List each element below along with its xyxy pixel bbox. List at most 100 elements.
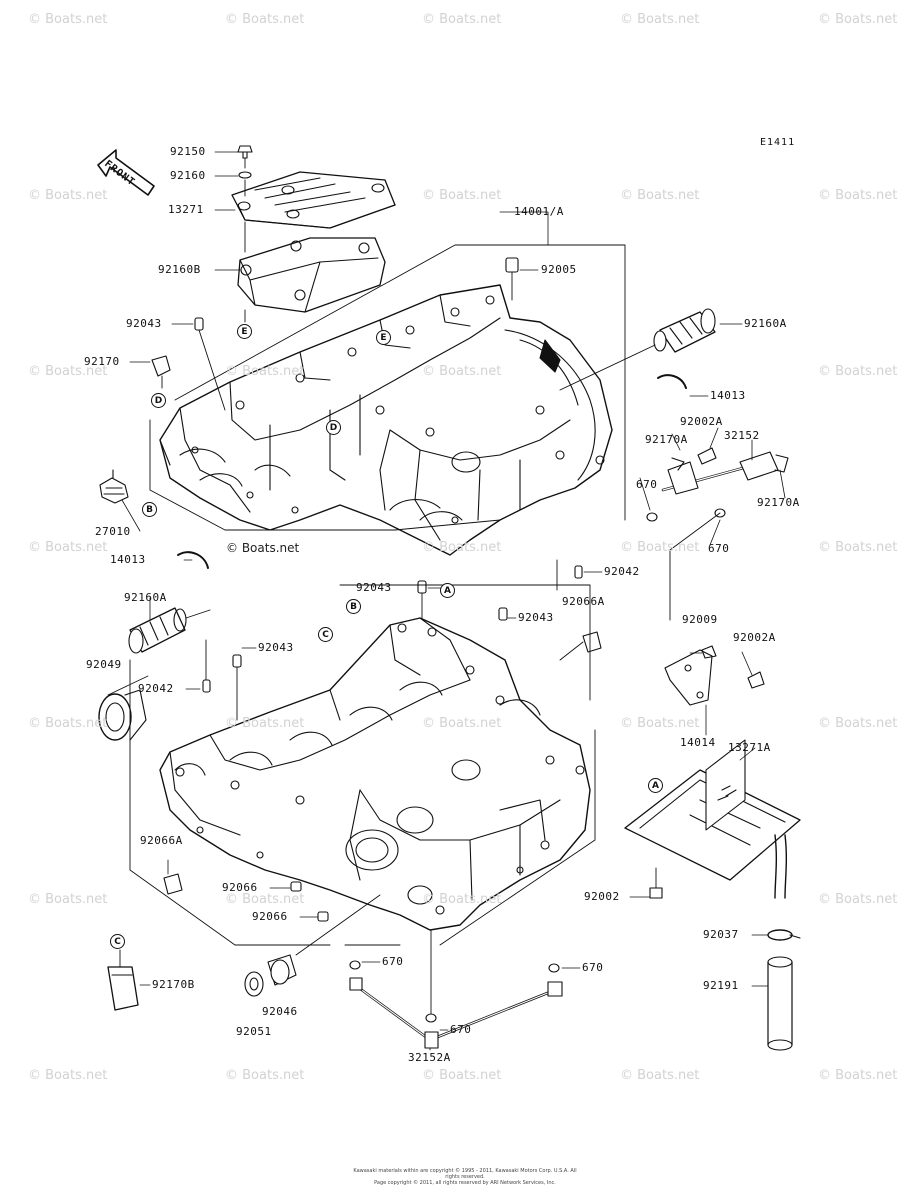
watermark: © Boats.net <box>225 12 305 27</box>
part-label[interactable]: 92170B <box>152 978 195 991</box>
switch-27010-drawing <box>99 469 129 504</box>
oil-pipe-32152A-drawing <box>349 977 563 1049</box>
part-label[interactable]: 670 <box>582 961 604 974</box>
watermark: © Boats.net <box>225 1068 305 1083</box>
callout-b[interactable]: B <box>346 599 361 614</box>
watermark: © Boats.net <box>28 188 108 203</box>
plug-92160A-left-drawing <box>128 607 211 654</box>
part-label[interactable]: 92170 <box>84 355 120 368</box>
watermark: © Boats.net <box>818 1068 898 1083</box>
cover-plate-drawing <box>231 171 396 229</box>
watermark: © Boats.net <box>620 12 700 27</box>
watermark: © Boats.net <box>620 1068 700 1083</box>
copyright-line: Kawasaki materials within are copyright … <box>353 1168 577 1180</box>
part-label[interactable]: 92191 <box>703 979 739 992</box>
watermark: © Boats.net <box>620 540 700 555</box>
part-label[interactable]: 14013 <box>110 553 146 566</box>
part-label[interactable]: 92046 <box>262 1005 298 1018</box>
part-label[interactable]: 92051 <box>236 1025 272 1038</box>
dowel-92005-drawing <box>505 257 519 273</box>
watermark: © Boats.net <box>818 892 898 907</box>
part-label[interactable]: 92043 <box>126 317 162 330</box>
part-label[interactable]: 92066 <box>222 881 258 894</box>
part-label[interactable]: 32152A <box>408 1051 451 1064</box>
part-label[interactable]: 92002 <box>584 890 620 903</box>
lower-crankcase-drawing <box>159 617 591 931</box>
part-label[interactable]: 27010 <box>95 525 131 538</box>
watermark: © Boats.net <box>818 188 898 203</box>
part-label[interactable]: 92150 <box>170 145 206 158</box>
part-label[interactable]: 92002A <box>680 415 723 428</box>
part-label[interactable]: 14013 <box>710 389 746 402</box>
front-arrow-icon <box>97 149 155 196</box>
watermark: © Boats.net <box>225 716 305 731</box>
watermark: © Boats.net <box>422 892 502 907</box>
watermark: © Boats.net <box>422 1068 502 1083</box>
callout-a[interactable]: A <box>648 778 663 793</box>
watermark: © Boats.net <box>818 12 898 27</box>
upper-crankcase-drawing <box>159 284 613 556</box>
watermark: © Boats.net <box>620 716 700 731</box>
part-label[interactable]: 92042 <box>604 565 640 578</box>
watermark: © Boats.net <box>28 1068 108 1083</box>
part-label[interactable]: 92160A <box>744 317 787 330</box>
watermark: © Boats.net <box>422 12 502 27</box>
watermark: © Boats.net <box>28 364 108 379</box>
watermark: © Boats.net <box>422 716 502 731</box>
callout-c[interactable]: C <box>110 934 125 949</box>
callout-e[interactable]: E <box>376 330 391 345</box>
part-label[interactable]: 14014 <box>680 736 716 749</box>
part-label[interactable]: 13271 <box>168 203 204 216</box>
part-label[interactable]: 92160B <box>158 263 201 276</box>
callout-c[interactable]: C <box>318 627 333 642</box>
part-label[interactable]: 92043 <box>518 611 554 624</box>
watermark: © Boats.net <box>818 364 898 379</box>
watermark: © Boats.net <box>422 540 502 555</box>
watermark: © Boats.net <box>28 12 108 27</box>
part-label[interactable]: 32152 <box>724 429 760 442</box>
breather-cover-drawing <box>237 237 386 313</box>
part-label[interactable]: 92005 <box>541 263 577 276</box>
part-label[interactable]: 92002A <box>733 631 776 644</box>
callout-e[interactable]: E <box>237 324 252 339</box>
watermark: © Boats.net <box>422 188 502 203</box>
part-label[interactable]: 670 <box>636 478 658 491</box>
watermark: © Boats.net <box>422 364 502 379</box>
callout-d[interactable]: D <box>326 420 341 435</box>
part-label[interactable]: 92042 <box>138 682 174 695</box>
callout-b[interactable]: B <box>142 502 157 517</box>
part-label[interactable]: 92170A <box>757 496 800 509</box>
watermark: © Boats.net <box>818 540 898 555</box>
part-label[interactable]: 92049 <box>86 658 122 671</box>
oil-pipe-32152-drawing <box>661 451 789 495</box>
watermark: © Boats.net <box>620 188 700 203</box>
part-label[interactable]: 92066A <box>562 595 605 608</box>
plug-92160A-right-drawing <box>559 308 716 391</box>
watermark: © Boats.net <box>225 892 305 907</box>
copyright-footer: Kawasaki materials within are copyright … <box>350 1168 580 1186</box>
copyright-line: Page copyright © 2011, all rights reserv… <box>374 1180 556 1186</box>
callout-d[interactable]: D <box>151 393 166 408</box>
part-label[interactable]: 670 <box>450 1023 472 1036</box>
part-label[interactable]: 92160 <box>170 169 206 182</box>
watermark-dark: © Boats.net <box>226 541 300 555</box>
part-label[interactable]: 92043 <box>258 641 294 654</box>
callout-a[interactable]: A <box>440 583 455 598</box>
watermark: © Boats.net <box>818 716 898 731</box>
part-label[interactable]: 92170A <box>645 433 688 446</box>
part-label[interactable]: 92043 <box>356 581 392 594</box>
watermark: © Boats.net <box>225 364 305 379</box>
part-label[interactable]: 14001/A <box>514 205 564 218</box>
part-label[interactable]: 92160A <box>124 591 167 604</box>
part-label[interactable]: 13271A <box>728 741 771 754</box>
watermark: © Boats.net <box>28 540 108 555</box>
part-label[interactable]: 92037 <box>703 928 739 941</box>
part-label[interactable]: 670 <box>708 542 730 555</box>
oil-strainer-drawing <box>624 739 801 899</box>
part-label[interactable]: 92066 <box>252 910 288 923</box>
part-label[interactable]: 92066A <box>140 834 183 847</box>
part-label[interactable]: 92009 <box>682 613 718 626</box>
part-label[interactable]: 670 <box>382 955 404 968</box>
